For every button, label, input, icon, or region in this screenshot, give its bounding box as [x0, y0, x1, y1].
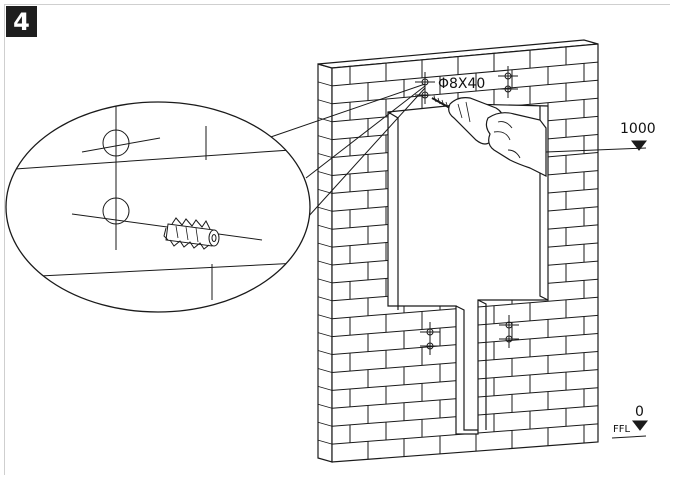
hole-bottom-left	[420, 322, 440, 355]
brick-course-line	[332, 79, 598, 105]
floor-value-label: 0	[635, 404, 644, 420]
side-course-line	[317, 439, 333, 445]
wall-anchor-plug	[163, 217, 220, 250]
hole-spec-label: Φ8X40	[438, 76, 486, 92]
side-course-line	[317, 421, 333, 427]
side-course-line	[317, 350, 333, 355]
side-course-line	[317, 117, 333, 123]
drill-in-hand	[431, 95, 547, 177]
side-course-line	[317, 314, 333, 320]
hand	[485, 112, 547, 177]
side-course-line	[317, 81, 333, 87]
hole-bottom-right	[499, 315, 519, 348]
figure-frame	[4, 4, 670, 475]
wall-opening	[387, 103, 549, 435]
brick-course-line	[332, 61, 598, 87]
side-course-line	[317, 242, 333, 248]
side-course-line	[317, 296, 333, 302]
hole-top-right	[498, 66, 518, 98]
side-course-line	[317, 224, 333, 230]
side-course-line	[317, 99, 333, 105]
step-number-badge: 4	[6, 6, 37, 37]
side-course-line	[317, 153, 333, 158]
side-course-line	[317, 171, 333, 176]
side-course-line	[317, 386, 333, 391]
side-course-line	[317, 278, 333, 284]
side-course-line	[317, 332, 333, 337]
side-course-line	[317, 403, 333, 409]
floor-level-label: FFL	[613, 424, 631, 435]
side-course-line	[317, 206, 333, 212]
magnified-detail	[5, 101, 311, 313]
side-course-line	[317, 135, 333, 140]
mounting-holes	[415, 66, 519, 355]
height-value-label: 1000	[620, 121, 656, 137]
side-course-line	[317, 368, 333, 373]
floor-level-marker	[611, 420, 649, 439]
side-course-line	[317, 260, 333, 266]
height-marker	[545, 140, 648, 153]
